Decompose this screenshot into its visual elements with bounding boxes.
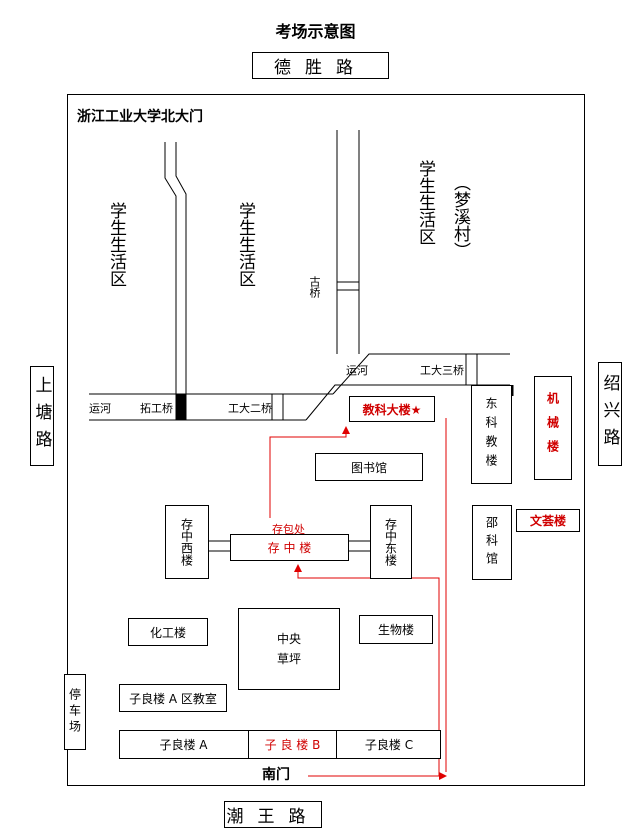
bridge-gongda3-lines bbox=[465, 354, 478, 385]
map-title: 考场示意图 bbox=[275, 22, 356, 41]
central-lawn: 中央草坪 bbox=[238, 608, 340, 690]
parking-lot: 停车场 bbox=[64, 674, 86, 750]
building-ziliang-b: 子 良 楼 B bbox=[249, 730, 337, 759]
connector-west bbox=[209, 540, 230, 552]
building-ziliang-c: 子良楼 C bbox=[364, 738, 414, 752]
bridge-gu-lines bbox=[337, 281, 359, 291]
building-shaoke: 邵科馆 bbox=[472, 505, 512, 580]
campus-boundary bbox=[67, 94, 585, 786]
building-cunzhong-east: 存中东楼 bbox=[370, 505, 412, 579]
route-to-jiaoke bbox=[269, 426, 350, 518]
canal-west-left bbox=[164, 142, 177, 420]
bridge-tuogong-mark bbox=[176, 394, 186, 420]
living-zone-1: 学生生活区 bbox=[106, 202, 126, 287]
building-biology: 生物楼 bbox=[359, 615, 433, 644]
bridge-tuogong-label: 拓工桥 bbox=[140, 402, 173, 415]
canal-west-right bbox=[175, 142, 187, 420]
building-ziliang-row bbox=[119, 730, 441, 759]
mengxi-village: （梦溪村） bbox=[450, 174, 470, 259]
river-north-bank-east bbox=[332, 353, 510, 395]
building-dongke: 东科教楼 bbox=[471, 385, 512, 484]
north-gate-label: 浙江工业大学北大门 bbox=[77, 109, 203, 125]
route-to-cunzhong bbox=[294, 564, 440, 776]
building-ziliang-a: 子良楼 A bbox=[119, 730, 249, 759]
living-zone-2: 学生生活区 bbox=[235, 202, 255, 287]
building-jixie: 机械楼 bbox=[534, 376, 572, 480]
building-cunzhong-west: 存中西楼 bbox=[165, 505, 209, 579]
road-desheng: 德胜路 bbox=[252, 52, 389, 79]
road-shangtang: 上塘路 bbox=[30, 366, 54, 466]
connector-east bbox=[349, 540, 370, 552]
building-jiaoke: 教科大楼★ bbox=[349, 396, 435, 422]
bridge-gongda2-lines bbox=[271, 394, 284, 420]
bridge-gongda2-label: 工大二桥 bbox=[228, 402, 272, 415]
south-gate-label: 南门 bbox=[262, 767, 290, 783]
living-zone-3: 学生生活区 bbox=[415, 160, 435, 245]
bridge-gu-label: 古桥 bbox=[308, 276, 321, 298]
building-cunzhong: 存 中 楼 bbox=[230, 534, 349, 561]
building-library: 图书馆 bbox=[315, 453, 423, 481]
bridge-gongda3-label: 工大三桥 bbox=[420, 364, 464, 377]
baggage-label: 存包处 bbox=[272, 523, 305, 536]
road-chaowang: 潮王路 bbox=[224, 801, 322, 828]
river-label-east: 运河 bbox=[346, 364, 368, 377]
building-huagong: 化工楼 bbox=[128, 618, 208, 646]
building-wenyi: 文荟楼 bbox=[516, 509, 580, 532]
road-shaoxing: 绍兴路 bbox=[598, 362, 622, 466]
building-ziliang-a-room: 子良楼 A 区教室 bbox=[119, 684, 227, 712]
river-south-bank-east bbox=[305, 384, 510, 421]
river-label-west: 运河 bbox=[89, 402, 111, 415]
